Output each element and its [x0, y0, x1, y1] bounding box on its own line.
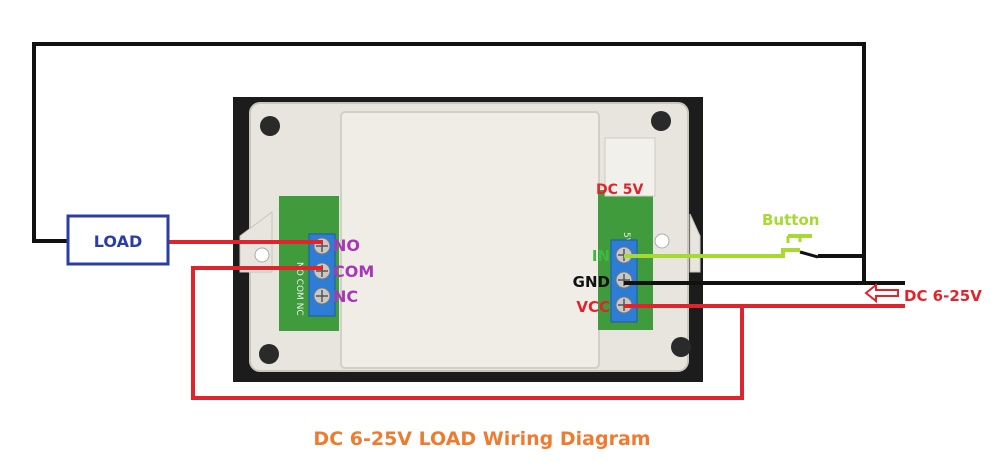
mounting-hole	[671, 337, 691, 357]
ear-hole	[254, 247, 270, 263]
silkscreen-right: 5V	[621, 232, 631, 245]
terminal-label-vcc: VCC	[576, 298, 610, 316]
supply-arrow-icon	[864, 282, 899, 304]
terminal-screws-left	[313, 237, 331, 305]
supply-label: DC 6-25V	[904, 287, 982, 305]
diagram-title: DC 6-25V LOAD Wiring Diagram	[313, 428, 650, 450]
wire-green-in-button	[624, 248, 800, 258]
pcb-right-connector	[604, 137, 656, 197]
enclosure-lid	[340, 111, 600, 369]
terminal-label-no: NO	[333, 236, 360, 255]
wire-black-top-loop	[32, 42, 866, 283]
mounting-hole	[259, 344, 279, 364]
ear-hole	[654, 233, 670, 249]
relay-module-photo: NO COM NC 5V	[233, 97, 703, 382]
wire-red-com-vcc	[191, 266, 744, 400]
dc5v-label: DC 5V	[596, 182, 644, 198]
load-label: LOAD	[94, 232, 142, 251]
terminal-label-com: COM	[333, 262, 374, 281]
terminal-label-gnd: GND	[573, 273, 610, 291]
button-switch-symbol	[786, 234, 819, 259]
mounting-hole	[260, 116, 280, 136]
terminal-label-in: IN	[592, 247, 610, 265]
load-box	[66, 214, 170, 266]
mounting-hole	[651, 111, 671, 131]
silkscreen-left: NO COM NC	[294, 262, 304, 316]
terminal-label-nc: NC	[333, 287, 358, 306]
button-label: Button	[762, 211, 819, 229]
